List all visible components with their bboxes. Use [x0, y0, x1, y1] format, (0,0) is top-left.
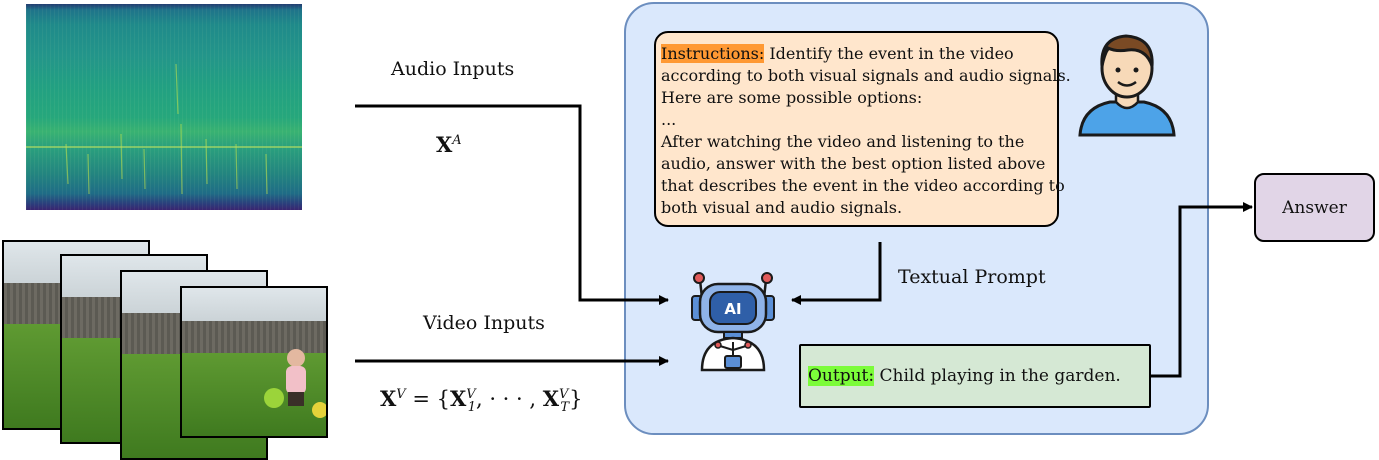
ai-robot-icon: AI: [691, 272, 775, 372]
video-inputs-label: Video Inputs: [423, 312, 545, 334]
video-symbol: XV = {XV1, · · · , XVT}: [380, 386, 583, 416]
audio-symbol: XA: [436, 132, 462, 157]
audio-spectrogram: [26, 4, 302, 210]
answer-label: Answer: [1282, 197, 1347, 218]
answer-box: Answer: [1254, 173, 1375, 242]
video-frame-4: [180, 286, 328, 438]
textual-prompt-label: Textual Prompt: [898, 266, 1046, 288]
child-figure: [264, 349, 326, 418]
output-text: Child playing in the garden.: [874, 366, 1121, 386]
prompt-arrow: [791, 242, 882, 305]
instructions-tag: Instructions:: [661, 44, 765, 63]
audio-arrow: [355, 104, 669, 305]
audio-inputs-label: Audio Inputs: [391, 58, 515, 80]
spectrogram-streaks: [26, 63, 302, 195]
output-tag: Output:: [808, 366, 875, 386]
instructions-box: Instructions: Identify the event in the …: [654, 31, 1071, 227]
answer-arrow: [1151, 202, 1253, 378]
output-box: Output: Child playing in the garden.: [799, 344, 1151, 408]
robot-badge-text: AI: [724, 300, 741, 318]
connector-arrows: [355, 104, 1253, 378]
user-avatar-icon: [1078, 34, 1176, 137]
